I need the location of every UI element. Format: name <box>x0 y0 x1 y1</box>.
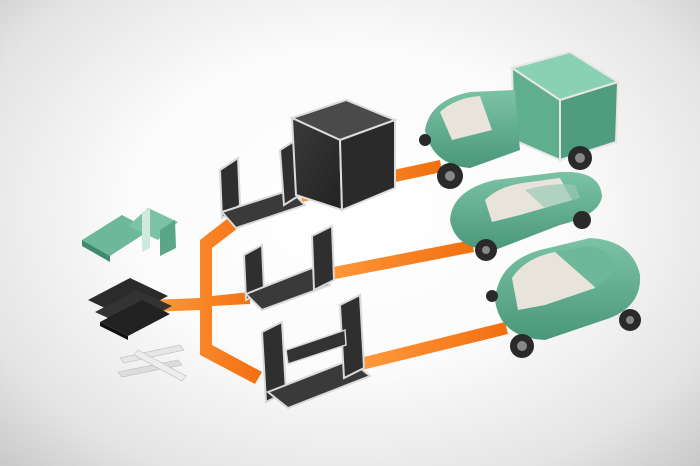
chassis-module-icon <box>262 295 370 408</box>
city-car-icon <box>486 238 641 358</box>
flow-arrow-bottom <box>360 322 508 370</box>
chassis-module-icon <box>220 140 305 228</box>
green-panels-icon <box>82 208 178 262</box>
flow-arrow-middle <box>318 240 474 282</box>
chassis-module-icon <box>244 226 334 310</box>
black-panels-icon <box>88 278 172 340</box>
cargo-box-icon <box>292 100 395 210</box>
delivery-truck-icon <box>419 52 618 189</box>
silver-rods-icon <box>118 345 186 381</box>
